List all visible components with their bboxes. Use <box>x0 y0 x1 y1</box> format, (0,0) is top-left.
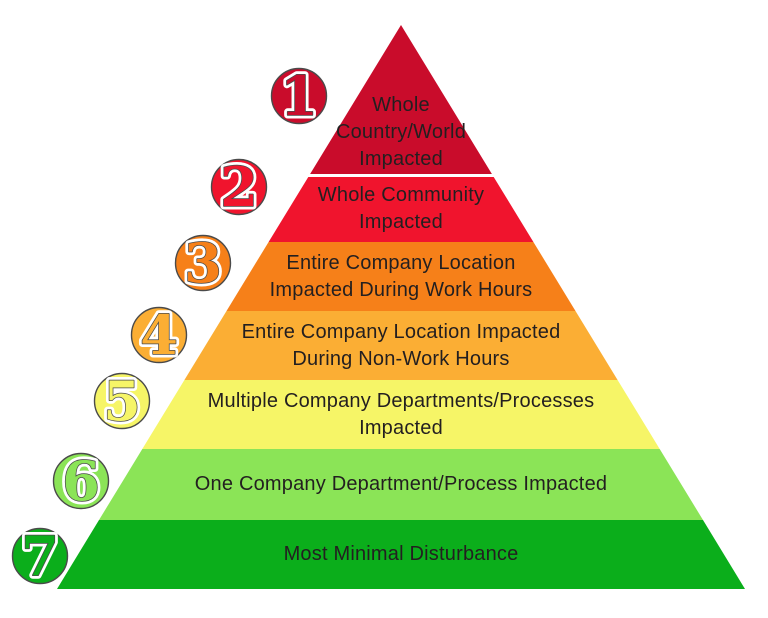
level-2-badge: 2 2 <box>210 152 268 223</box>
pyramid-level-3-shape <box>226 242 576 311</box>
level-7-badge-number: 7 <box>21 524 59 588</box>
level-4-badge-circle <box>130 306 188 364</box>
level-4-label: Entire Company Location Impacted During … <box>241 320 561 370</box>
level-1-badge-circle <box>270 67 328 125</box>
level-6-badge: 6 6 <box>52 446 110 517</box>
level-5-badge: 5 5 <box>93 366 151 437</box>
level-1-badge-number: 1 <box>280 64 318 128</box>
pyramid-level-1-shape <box>310 25 492 174</box>
level-7-badge-circle <box>11 527 69 585</box>
level-1-badge: 1 1 <box>270 61 328 132</box>
level-3-badge-circle <box>174 234 232 292</box>
level-1-badge-number-halo: 1 <box>280 64 318 128</box>
level-4-badge-number-halo: 4 <box>140 303 178 367</box>
level-1-label: Whole Country/World Impacted <box>335 93 467 170</box>
level-6-badge-number: 6 <box>62 449 100 513</box>
level-3-label: Entire Company Location Impacted During … <box>269 251 533 301</box>
level-5-badge-number-halo: 5 <box>103 369 141 433</box>
level-2-label: Whole Community Impacted <box>317 184 485 233</box>
pyramid-level-6-shape <box>99 449 703 520</box>
level-6-label: One Company Department/Process Impacted <box>194 473 608 495</box>
level-3-badge-number-halo: 3 <box>184 231 222 295</box>
level-2-badge-number: 2 <box>220 155 258 219</box>
level-7-label: Most Minimal Disturbance <box>283 543 519 565</box>
level-3-badge: 3 3 <box>174 228 232 299</box>
level-3-badge-number: 3 <box>184 231 222 295</box>
level-4-badge-number: 4 <box>140 303 178 367</box>
level-7-badge: 7 7 <box>11 521 69 592</box>
level-5-label: Multiple Company Departments/Processes I… <box>207 389 595 439</box>
pyramid-level-2-shape <box>268 177 534 242</box>
level-6-badge-circle <box>52 452 110 510</box>
level-6-badge-number-halo: 6 <box>62 449 100 513</box>
pyramid-level-7-shape <box>57 520 745 589</box>
level-5-badge-circle <box>93 372 151 430</box>
level-5-badge-number: 5 <box>103 369 141 433</box>
level-7-badge-number-halo: 7 <box>21 524 59 588</box>
level-2-badge-number-halo: 2 <box>220 155 258 219</box>
pyramid-level-5-shape <box>142 380 660 449</box>
level-4-badge: 4 4 <box>130 300 188 371</box>
pyramid-level-4-shape <box>184 311 618 380</box>
level-2-badge-circle <box>210 158 268 216</box>
